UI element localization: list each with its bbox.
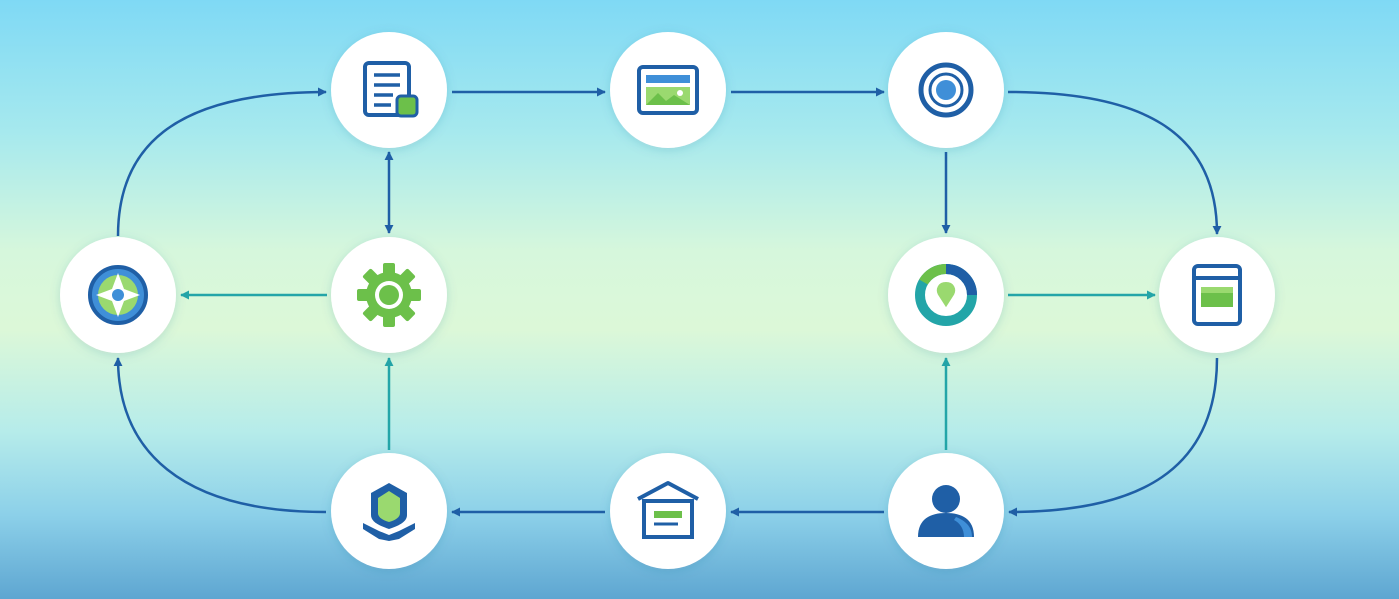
panel-window-icon xyxy=(1192,264,1242,326)
browser-window-icon xyxy=(637,65,699,115)
node-target[interactable] xyxy=(888,32,1004,148)
donut-chart-icon xyxy=(915,264,977,326)
node-box[interactable] xyxy=(610,453,726,569)
node-gear[interactable] xyxy=(331,237,447,353)
node-document[interactable] xyxy=(331,32,447,148)
edges-layer xyxy=(113,87,1222,517)
package-box-icon xyxy=(637,481,699,539)
edge-target-to-panel xyxy=(1007,90,1222,235)
shield-book-icon xyxy=(363,483,415,541)
node-donut[interactable] xyxy=(888,237,1004,353)
node-user[interactable] xyxy=(888,453,1004,569)
user-icon xyxy=(918,485,974,537)
target-icon xyxy=(918,62,974,118)
node-compass[interactable] xyxy=(60,237,176,353)
compass-icon xyxy=(88,265,148,325)
node-browser[interactable] xyxy=(610,32,726,148)
edge-shield-to-compass xyxy=(113,357,327,514)
node-panel[interactable] xyxy=(1159,237,1275,353)
gear-icon xyxy=(357,263,421,327)
document-icon xyxy=(363,61,419,118)
edge-compass-to-document xyxy=(116,87,327,237)
node-shield[interactable] xyxy=(331,453,447,569)
edge-panel-to-user xyxy=(1008,357,1219,517)
